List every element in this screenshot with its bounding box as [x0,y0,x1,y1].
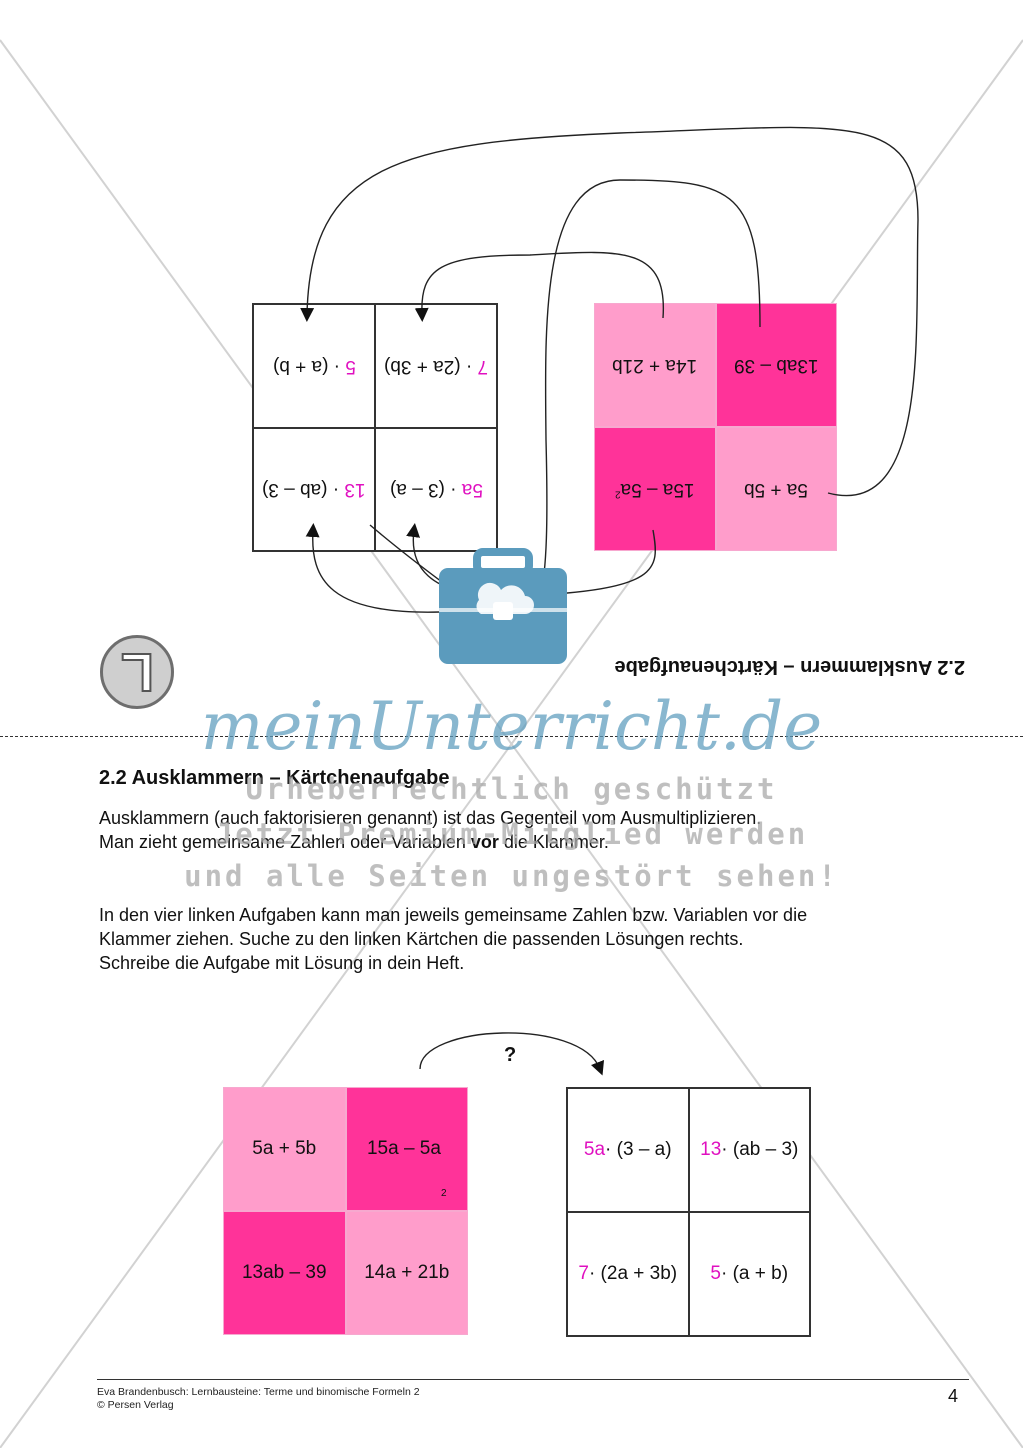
rotated-solution-card: 7 · (2a + 3b) [375,304,497,428]
rotated-solution-card: 5a · (3 – a) [375,427,497,551]
rotated-task-card: 14a + 21b [594,303,716,427]
page-number: 4 [948,1386,959,1406]
rotated-task-card: 5a + 5b [715,427,837,551]
cut-line [0,736,1023,737]
footer-credit: Eva Brandenbusch: Lernbausteine: Terme u… [97,1386,420,1411]
solution-card: 7 · (2a + 3b) [567,1212,689,1336]
page-heading: 2.2 Ausklammern – Kärtchenaufgabe [99,767,450,789]
rotated-task-grid: 14a + 21b 13ab – 39 15a – 5a2 5a + 5b [594,303,837,551]
intro-text: Ausklammern (auch faktorisieren genannt)… [99,808,762,852]
task-card: 14a + 21b [345,1211,468,1335]
task-card: 5a + 5b [223,1087,346,1211]
solution-card: 13 · (ab – 3) [688,1088,810,1212]
footer-rule [97,1379,969,1380]
watermark-line: und alle Seiten ungestört sehen! [184,859,839,893]
rotated-heading: 2.2 Ausklammern – Kärtchenaufgabe [614,656,966,678]
rotated-solution-card: 5 · (a + b) [253,304,375,428]
watermark-logo: meinUnterricht.de [200,688,823,765]
task-text: In den vier linken Aufgaben kann man jew… [99,905,808,973]
solution-arrows [300,126,919,613]
rotated-task-card: 13ab – 39 [715,303,837,427]
solution-badge: L [100,635,174,709]
solution-card: 5 · (a + b) [688,1212,810,1336]
solution-grid: 5a · (3 – a) 13 · (ab – 3) 7 · (2a + 3b)… [566,1087,811,1337]
task-card: 13ab – 39 [223,1211,346,1335]
question-mark: ? [504,1044,517,1066]
rotated-task-card: 15a – 5a2 [594,427,716,551]
watermark-line: Urheberrechtlich geschützt [245,772,778,806]
briefcase-icon [439,548,567,664]
match-arrow [419,1032,604,1076]
solution-card: 5a · (3 – a) [567,1088,689,1212]
watermark-line: Jetzt Premium-Mitglied werden [214,817,809,851]
